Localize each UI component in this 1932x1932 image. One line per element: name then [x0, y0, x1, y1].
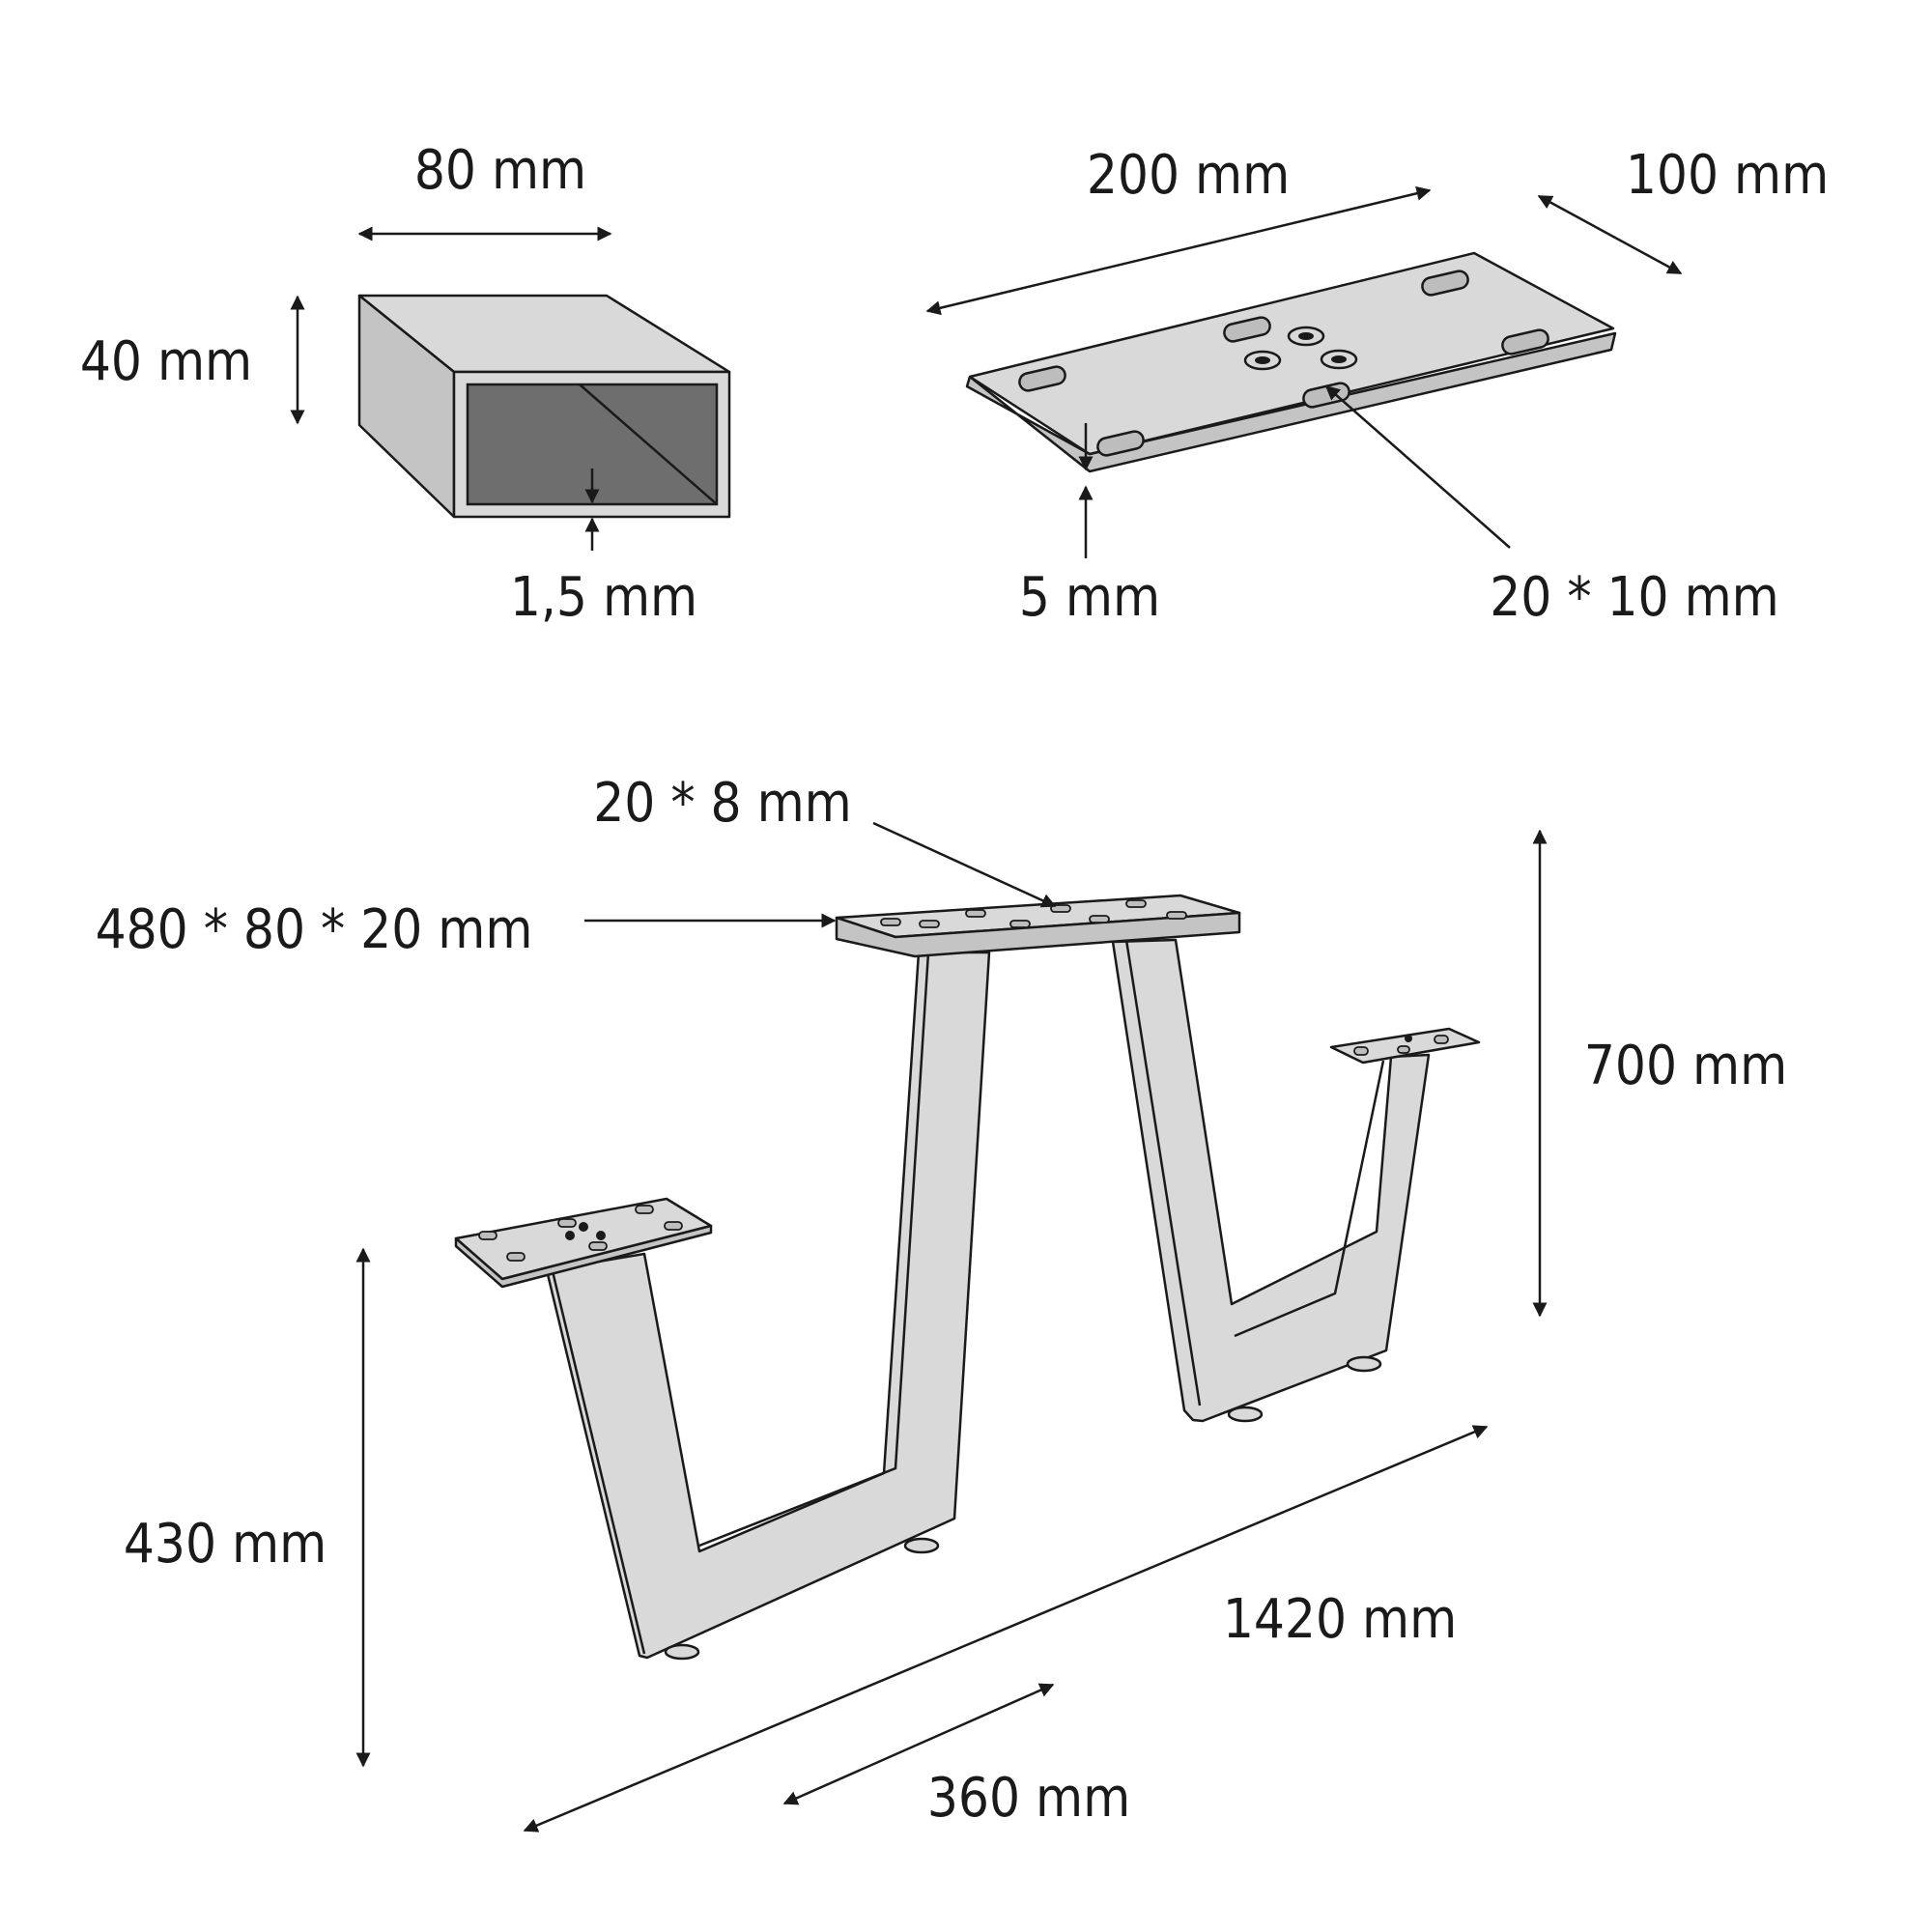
plate-width-arrow — [1537, 194, 1683, 275]
profile-height-label: 40 mm — [80, 330, 252, 393]
wall-thickness-label: 1,5 mm — [510, 566, 697, 629]
plate-slot-leader — [1324, 385, 1511, 549]
mount-plate-edge — [965, 331, 1617, 473]
tube-inner-edge — [579, 384, 718, 505]
plate-slot-label: 20 * 10 mm — [1490, 566, 1779, 629]
depth-arrow — [782, 1683, 1055, 1805]
depth-label: 360 mm — [927, 1767, 1130, 1830]
low-height-label: 430 mm — [124, 1513, 327, 1576]
frame-slot-leader — [872, 821, 1057, 908]
plate-slot — [1018, 365, 1066, 392]
plate-length-arrow — [925, 185, 1432, 316]
mount-plate-drawing — [965, 251, 1617, 473]
total-length-label: 1420 mm — [1223, 1588, 1457, 1651]
plate-slot — [1223, 316, 1271, 343]
profile-tube-drawing — [357, 294, 731, 519]
total-height-label: 700 mm — [1584, 1035, 1787, 1097]
total-length-arrow — [523, 1425, 1489, 1833]
plate-width-label: 100 mm — [1626, 144, 1829, 207]
bench-frame-drawing — [454, 894, 1481, 1661]
frame-foot — [1227, 1406, 1264, 1423]
profile-width-label: 80 mm — [414, 139, 586, 202]
plate-slot — [1096, 430, 1145, 457]
top-plate-label: 480 * 80 * 20 mm — [96, 898, 533, 961]
frame-foot — [1346, 1355, 1382, 1373]
frame-top-plate-edge — [835, 911, 1241, 958]
plate-length-label: 200 mm — [1087, 144, 1290, 207]
plate-slot — [1501, 328, 1549, 355]
frame-slot-label: 20 * 8 mm — [593, 772, 851, 835]
frame-back-leg — [1111, 938, 1431, 1423]
frame-foot — [664, 1643, 700, 1661]
plate-thickness-label: 5 mm — [1019, 566, 1160, 629]
frame-foot — [903, 1537, 940, 1554]
